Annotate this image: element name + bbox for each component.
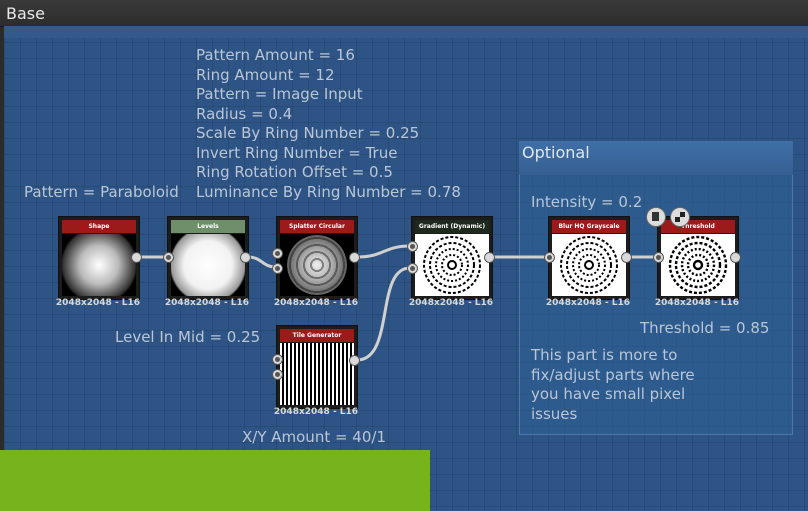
- param-line: Luminance By Ring Number = 0.78: [196, 182, 461, 201]
- node-thumbnail: [552, 234, 626, 296]
- ring-pattern-thumbnail: [668, 235, 728, 295]
- node-title: Blur HQ Grayscale: [552, 220, 626, 233]
- checker-icon[interactable]: [670, 207, 690, 227]
- node-size: 2048x2048 - L16: [273, 407, 359, 417]
- output-port[interactable]: [349, 355, 360, 366]
- intensity-label: Intensity = 0.2: [531, 193, 643, 211]
- param-line: Ring Amount = 12: [196, 65, 335, 84]
- param-line: Pattern Amount = 16: [196, 46, 355, 64]
- ring-pattern-thumbnail: [560, 236, 618, 294]
- param-line: Scale By Ring Number = 0.25: [196, 124, 420, 142]
- param-line: Ring Rotation Offset = 0.5: [196, 163, 393, 181]
- node-levels[interactable]: Levels: [167, 216, 249, 300]
- node-size: 2048x2048 - L16: [55, 298, 141, 308]
- input-port[interactable]: [272, 248, 283, 259]
- output-port[interactable]: [621, 252, 632, 263]
- canvas-top-band: [4, 26, 808, 38]
- node-thumbnail: [62, 234, 136, 296]
- param-line: Pattern = Image Input: [196, 85, 363, 103]
- node-threshold[interactable]: Threshold: [657, 216, 739, 300]
- node-size: 2048x2048 - L16: [164, 298, 250, 308]
- input-port[interactable]: [544, 252, 555, 263]
- output-port[interactable]: [730, 252, 741, 263]
- node-thumbnail: [171, 234, 245, 296]
- input-port[interactable]: [407, 263, 418, 274]
- input-port[interactable]: [163, 252, 174, 263]
- node-thumbnail: [415, 234, 489, 296]
- xy-amount-label: X/Y Amount = 40/1: [242, 428, 386, 446]
- node-shape[interactable]: Shape: [58, 216, 140, 300]
- node-thumbnail: [661, 234, 735, 296]
- node-title: Levels: [171, 220, 245, 233]
- threshold-label: Threshold = 0.85: [640, 319, 770, 337]
- input-port[interactable]: [272, 354, 283, 365]
- note-line: issues: [531, 404, 578, 423]
- param-line: Radius = 0.4: [196, 104, 293, 123]
- node-title: Tile Generator: [280, 329, 354, 342]
- document-icon[interactable]: [646, 207, 666, 227]
- input-port[interactable]: [407, 241, 418, 252]
- green-overlay-bar: [0, 450, 430, 511]
- output-port[interactable]: [484, 252, 495, 263]
- optional-frame-title: Optional: [522, 143, 590, 162]
- link-tile-gradient: [356, 266, 411, 362]
- node-size: 2048x2048 - L16: [273, 298, 359, 308]
- optional-frame-header[interactable]: [519, 141, 793, 175]
- node-size: 2048x2048 - L16: [654, 298, 740, 308]
- splatter-params-comment: Pattern Amount = 16 Ring Amount = 12 Pat…: [196, 46, 461, 202]
- level-in-mid-label: Level In Mid = 0.25: [115, 328, 261, 346]
- node-title: Shape: [62, 220, 136, 233]
- node-title: Gradient (Dynamic): [415, 220, 489, 233]
- output-port[interactable]: [131, 252, 142, 263]
- node-thumbnail: [280, 343, 354, 405]
- node-splatter-circular[interactable]: Splatter Circular: [276, 216, 358, 300]
- node-thumbnail: [280, 234, 354, 296]
- note-line: you have small pixel: [531, 385, 686, 403]
- note-line: This part is more to: [531, 346, 678, 364]
- input-port[interactable]: [653, 252, 664, 263]
- link-splatter-gradient: [356, 244, 411, 259]
- optional-note: This part is more to fix/adjust parts wh…: [531, 346, 695, 424]
- pattern-label: Pattern = Paraboloid: [24, 183, 179, 201]
- output-port[interactable]: [240, 252, 251, 263]
- note-line: fix/adjust parts where: [531, 365, 695, 384]
- node-size: 2048x2048 - L16: [545, 298, 631, 308]
- node-gradient-dynamic[interactable]: Gradient (Dynamic): [411, 216, 493, 300]
- output-port[interactable]: [349, 252, 360, 263]
- node-tile-generator[interactable]: Tile Generator: [276, 325, 358, 409]
- node-size: 2048x2048 - L16: [408, 298, 494, 308]
- input-port[interactable]: [272, 369, 283, 380]
- param-line: Invert Ring Number = True: [196, 143, 398, 162]
- node-blur-hq-grayscale[interactable]: Blur HQ Grayscale: [548, 216, 630, 300]
- node-title: Splatter Circular: [280, 220, 354, 233]
- frame-title: Base: [6, 4, 45, 23]
- input-port[interactable]: [272, 263, 283, 274]
- ring-pattern-thumbnail: [423, 236, 481, 294]
